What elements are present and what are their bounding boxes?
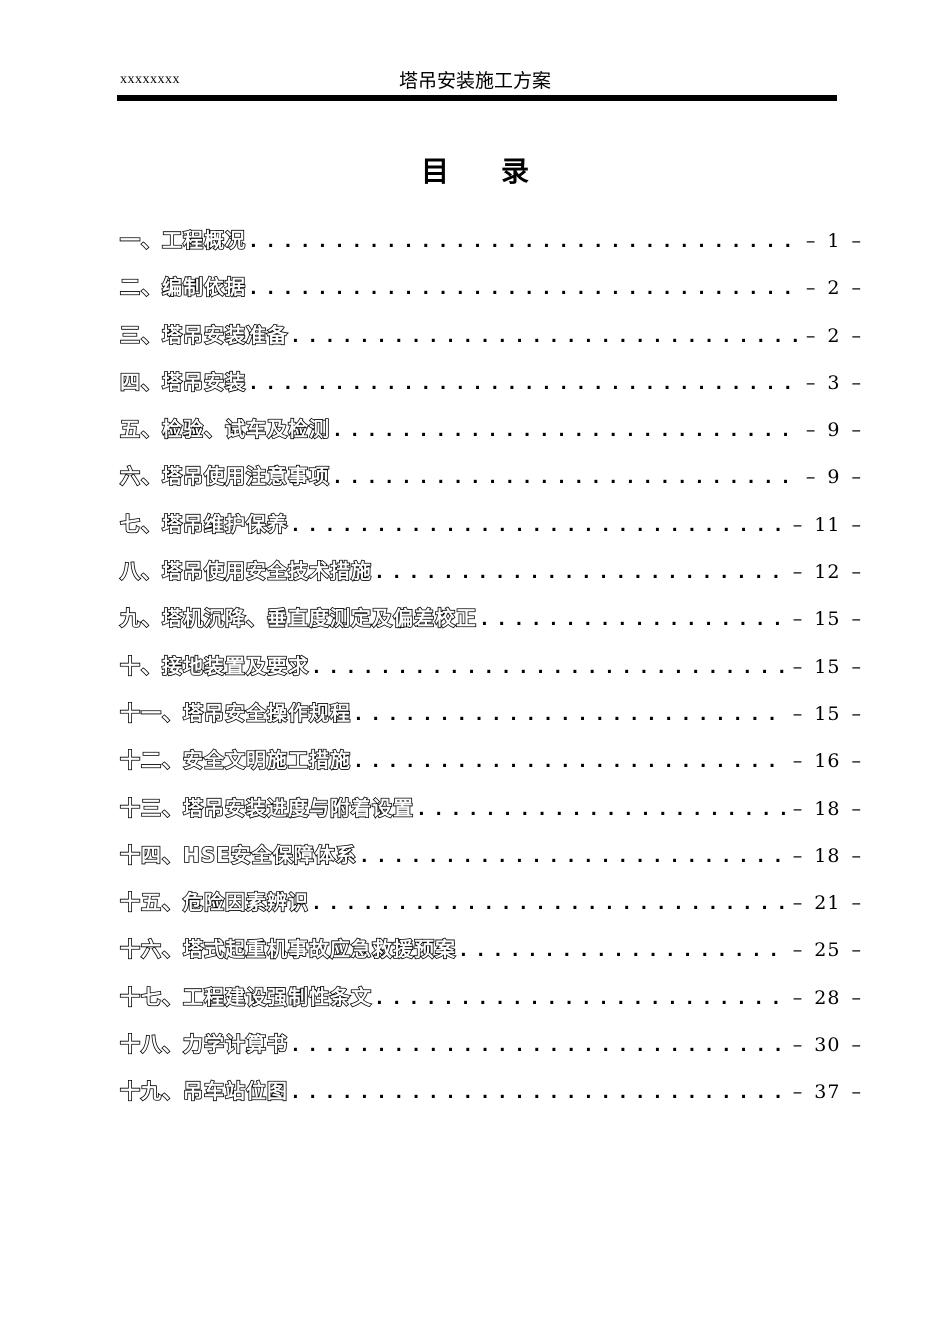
toc-dot-leader [290, 322, 800, 352]
toc-title: 目录 [420, 155, 581, 188]
toc-entry-title: 四、塔吊安装 [119, 369, 246, 395]
toc-entry-title: 十一、塔吊安全操作规程 [119, 700, 351, 726]
toc-entry[interactable]: 十六、塔式起重机事故应急救援预案 – 25 – [119, 934, 862, 981]
toc-entry[interactable]: 十二、安全文明施工措施 – 16 – [119, 745, 862, 792]
toc-entry-title: 五、检验、试车及检测 [119, 416, 330, 442]
toc-entry[interactable]: 五、检验、试车及检测 – 9 – [119, 414, 862, 461]
toc-dot-leader [374, 558, 787, 588]
toc-entry[interactable]: 十五、危险因素辨识 – 21 – [119, 887, 862, 934]
header-rule [117, 95, 837, 101]
toc-entry-title: 十四、HSE安全保障体系 [119, 842, 357, 868]
toc-dot-leader [311, 889, 787, 919]
toc-list: 一、工程概况 – 1 – 二、编制依据 – 2 – 三、塔吊安装准备 – 2 – 四、塔吊安… [119, 225, 862, 1124]
toc-entry-title: 十、接地装置及要求 [119, 653, 309, 679]
toc-dot-leader [248, 369, 800, 399]
toc-entry[interactable]: 三、塔吊安装准备 – 2 – [119, 320, 862, 367]
toc-page-number: – 16 – [792, 750, 862, 773]
toc-entry[interactable]: 十八、力学计算书 – 30 – [119, 1029, 862, 1076]
toc-dot-leader [311, 653, 787, 683]
toc-dot-leader [290, 1031, 787, 1061]
toc-page-number: – 25 – [792, 939, 862, 962]
toc-dot-leader [458, 936, 787, 966]
toc-page-number: – 21 – [792, 892, 862, 915]
toc-page-number: – 18 – [792, 797, 862, 820]
toc-entry[interactable]: 八、塔吊使用安全技术措施 – 12 – [119, 556, 862, 603]
toc-entry[interactable]: 九、塔机沉降、垂直度测定及偏差校正 – 15 – [119, 603, 862, 650]
toc-entry[interactable]: 一、工程概况 – 1 – [119, 225, 862, 272]
toc-page-number: – 15 – [792, 608, 862, 631]
toc-entry-title: 二、编制依据 [119, 274, 246, 300]
toc-entry[interactable]: 十九、吊车站位图 – 37 – [119, 1076, 862, 1123]
toc-page-number: – 15 – [792, 655, 862, 678]
toc-dot-leader [479, 605, 787, 635]
toc-dot-leader [374, 984, 787, 1014]
toc-page-number: – 2 – [805, 324, 862, 347]
toc-entry-title: 三、塔吊安装准备 [119, 322, 288, 348]
toc-page-number: – 18 – [792, 844, 862, 867]
toc-entry[interactable]: 十三、塔吊安装进度与附着设置 – 18 – [119, 793, 862, 840]
toc-entry-title: 十二、安全文明施工措施 [119, 747, 351, 773]
toc-dot-leader [248, 227, 800, 257]
toc-dot-leader [416, 795, 787, 825]
toc-entry[interactable]: 十七、工程建设强制性条文 – 28 – [119, 982, 862, 1029]
toc-entry-title: 十三、塔吊安装进度与附着设置 [119, 795, 414, 821]
toc-entry[interactable]: 十四、HSE安全保障体系 – 18 – [119, 840, 862, 887]
toc-page-number: – 15 – [792, 702, 862, 725]
toc-page-number: – 11 – [792, 513, 862, 536]
toc-page-number: – 37 – [792, 1081, 862, 1104]
toc-entry[interactable]: 六、塔吊使用注意事项 – 9 – [119, 461, 862, 508]
toc-entry-title: 十八、力学计算书 [119, 1031, 288, 1057]
toc-entry-title: 七、塔吊维护保养 [119, 511, 288, 537]
toc-entry-title: 十九、吊车站位图 [119, 1079, 288, 1105]
toc-page-number: – 2 – [805, 277, 862, 300]
toc-dot-leader [290, 1078, 787, 1108]
toc-entry[interactable]: 四、塔吊安装 – 3 – [119, 367, 862, 414]
toc-page-number: – 1 – [805, 230, 862, 252]
toc-dot-leader [353, 700, 787, 730]
toc-entry-title: 十五、危险因素辨识 [119, 889, 309, 915]
toc-page-number: – 9 – [805, 466, 862, 489]
toc-page-number: – 28 – [792, 986, 862, 1009]
toc-entry[interactable]: 七、塔吊维护保养 – 11 – [119, 509, 862, 556]
header-title: 塔吊安装施工方案 [398, 70, 551, 92]
toc-entry-title: 一、工程概况 [119, 227, 246, 253]
toc-entry[interactable]: 十一、塔吊安全操作规程 – 15 – [119, 698, 862, 745]
toc-entry-title: 十六、塔式起重机事故应急救援预案 [119, 937, 456, 963]
toc-entry[interactable]: 十、接地装置及要求 – 15 – [119, 651, 862, 698]
toc-dot-leader [332, 463, 800, 493]
toc-page-number: – 9 – [805, 419, 862, 442]
toc-entry-title: 九、塔机沉降、垂直度测定及偏差校正 [119, 606, 477, 632]
toc-dot-leader [353, 747, 787, 777]
toc-page-number: – 12 – [792, 561, 862, 584]
toc-dot-leader [332, 416, 800, 446]
toc-entry-title: 六、塔吊使用注意事项 [119, 464, 330, 490]
toc-dot-leader [290, 511, 787, 541]
toc-page-number: – 30 – [792, 1034, 862, 1057]
toc-entry-title: 八、塔吊使用安全技术措施 [119, 558, 372, 584]
toc-page-number: – 3 – [805, 371, 862, 394]
header-left-text: xxxxxxxx [120, 72, 180, 87]
toc-entry-title: 十七、工程建设强制性条文 [119, 984, 372, 1010]
toc-dot-leader [359, 842, 787, 872]
toc-dot-leader [248, 274, 800, 304]
toc-entry[interactable]: 二、编制依据 – 2 – [119, 272, 862, 319]
